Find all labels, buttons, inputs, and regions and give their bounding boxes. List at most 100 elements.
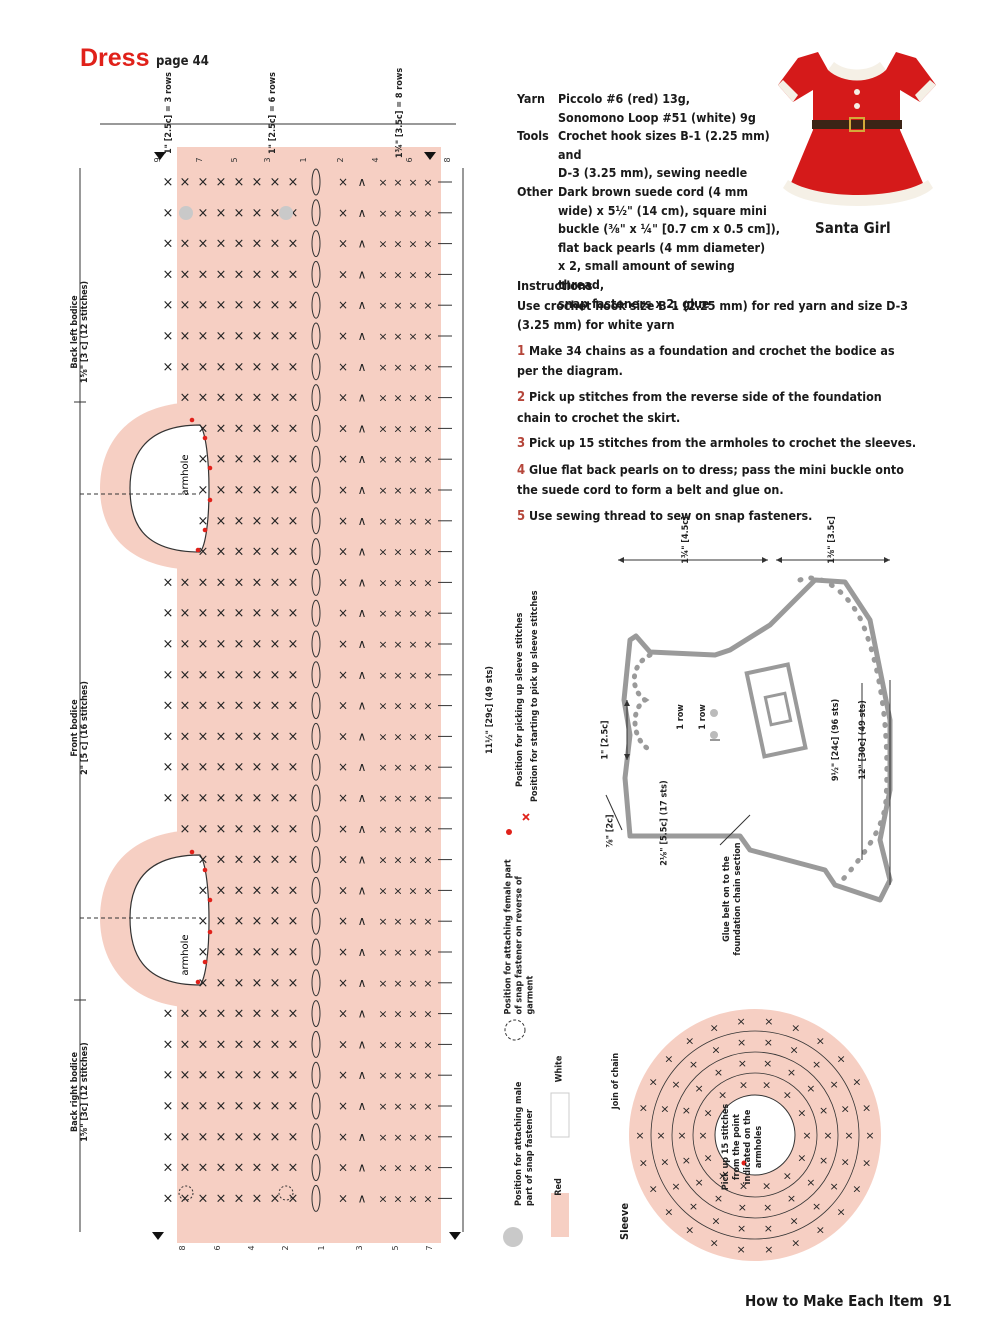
svg-text:×: ×: [423, 453, 432, 466]
svg-text:∧: ∧: [358, 853, 367, 867]
svg-text:×: ×: [393, 176, 402, 189]
svg-text:×: ×: [288, 1191, 299, 1206]
svg-text:∧: ∧: [358, 1130, 367, 1144]
sleeve-length-label: 1" [2.5c]: [600, 720, 611, 760]
svg-text:×: ×: [393, 761, 402, 774]
svg-text:×: ×: [423, 792, 432, 805]
svg-text:×: ×: [862, 1157, 871, 1170]
svg-text:×: ×: [216, 483, 227, 498]
svg-text:×: ×: [216, 945, 227, 960]
svg-text:×: ×: [423, 484, 432, 497]
svg-text:×: ×: [408, 946, 417, 959]
svg-text:×: ×: [216, 853, 227, 868]
footer-text: How to Make Each Item: [745, 1292, 924, 1310]
white-swatch: [550, 1092, 570, 1138]
svg-text:×: ×: [393, 484, 402, 497]
svg-text:×: ×: [408, 1162, 417, 1175]
svg-text:×: ×: [234, 545, 245, 560]
svg-text:×: ×: [338, 1068, 348, 1082]
svg-text:×: ×: [198, 267, 209, 282]
svg-text:×: ×: [393, 1069, 402, 1082]
svg-text:×: ×: [288, 853, 299, 868]
svg-text:×: ×: [408, 546, 417, 559]
total-width-label: 11½" [29c] (49 sts): [485, 666, 495, 754]
svg-text:×: ×: [216, 883, 227, 898]
svg-text:×: ×: [338, 206, 348, 220]
svg-text:×: ×: [234, 514, 245, 529]
svg-text:×: ×: [378, 977, 387, 990]
tools-line-2: D-3 (3.25 mm), sewing needle: [558, 165, 748, 181]
svg-text:×: ×: [338, 329, 348, 343]
svg-text:×: ×: [844, 1129, 853, 1142]
svg-text:×: ×: [739, 1078, 748, 1091]
svg-text:×: ×: [656, 1129, 665, 1142]
svg-text:×: ×: [216, 1068, 227, 1083]
svg-text:×: ×: [288, 360, 299, 375]
footer: How to Make Each Item 91: [745, 1292, 952, 1310]
svg-text:×: ×: [393, 854, 402, 867]
svg-text:×: ×: [163, 791, 174, 806]
svg-text:×: ×: [829, 1180, 838, 1193]
svg-text:×: ×: [252, 267, 263, 282]
svg-text:×: ×: [378, 792, 387, 805]
svg-text:×: ×: [378, 207, 387, 220]
svg-text:×: ×: [234, 1191, 245, 1206]
svg-text:∧: ∧: [358, 976, 367, 990]
svg-text:×: ×: [234, 606, 245, 621]
svg-text:×: ×: [163, 637, 174, 652]
svg-text:×: ×: [393, 361, 402, 374]
svg-text:×: ×: [216, 575, 227, 590]
svg-text:×: ×: [671, 1180, 680, 1193]
svg-text:×: ×: [408, 268, 417, 281]
svg-text:×: ×: [836, 1053, 845, 1066]
svg-text:8: 8: [178, 1245, 187, 1250]
svg-text:×: ×: [270, 606, 281, 621]
svg-text:∧: ∧: [358, 175, 367, 189]
svg-text:×: ×: [216, 668, 227, 683]
svg-text:×: ×: [423, 238, 432, 251]
svg-text:×: ×: [819, 1104, 828, 1117]
svg-text:×: ×: [270, 360, 281, 375]
svg-text:1: 1: [317, 1245, 326, 1250]
svg-text:×: ×: [198, 329, 209, 344]
svg-text:×: ×: [234, 1161, 245, 1176]
legend-sleeve-pickup: Position for picking up sleeve stitches: [515, 612, 525, 787]
svg-text:×: ×: [270, 391, 281, 406]
sleeve-opening-label: 2⅛" [5.5c] (17 sts): [659, 780, 670, 866]
svg-text:×: ×: [338, 237, 348, 251]
svg-text:×: ×: [423, 1100, 432, 1113]
svg-text:×: ×: [393, 884, 402, 897]
svg-text:∧: ∧: [358, 237, 367, 251]
svg-text:×: ×: [338, 914, 348, 928]
svg-text:∧: ∧: [358, 1068, 367, 1082]
svg-text:1: 1: [299, 157, 308, 162]
svg-text:×: ×: [423, 299, 432, 312]
svg-text:×: ×: [664, 1205, 673, 1218]
svg-text:×: ×: [819, 1154, 828, 1167]
skirt-outer-label: 12" [30c] (49 sts): [857, 700, 868, 780]
svg-text:×: ×: [671, 1078, 680, 1091]
svg-text:×: ×: [216, 637, 227, 652]
svg-text:×: ×: [393, 1192, 402, 1205]
svg-text:×: ×: [714, 1192, 723, 1205]
svg-text:×: ×: [338, 298, 348, 312]
svg-text:×: ×: [408, 176, 417, 189]
svg-text:×: ×: [198, 945, 209, 960]
belt-note: Glue belt on to the foundation chain sec…: [722, 842, 743, 956]
svg-text:×: ×: [180, 1191, 191, 1206]
santa-dress-photo: [778, 52, 936, 206]
svg-text:×: ×: [252, 298, 263, 313]
svg-text:×: ×: [180, 699, 191, 714]
svg-text:×: ×: [288, 483, 299, 498]
svg-text:×: ×: [710, 1021, 719, 1034]
svg-text:×: ×: [393, 1008, 402, 1021]
svg-text:×: ×: [711, 1215, 720, 1228]
svg-text:×: ×: [270, 329, 281, 344]
svg-text:×: ×: [797, 1106, 806, 1119]
svg-text:∧: ∧: [358, 822, 367, 836]
svg-text:∧: ∧: [358, 606, 367, 620]
svg-text:4: 4: [247, 1245, 256, 1250]
svg-text:×: ×: [423, 1131, 432, 1144]
svg-text:×: ×: [791, 1021, 800, 1034]
